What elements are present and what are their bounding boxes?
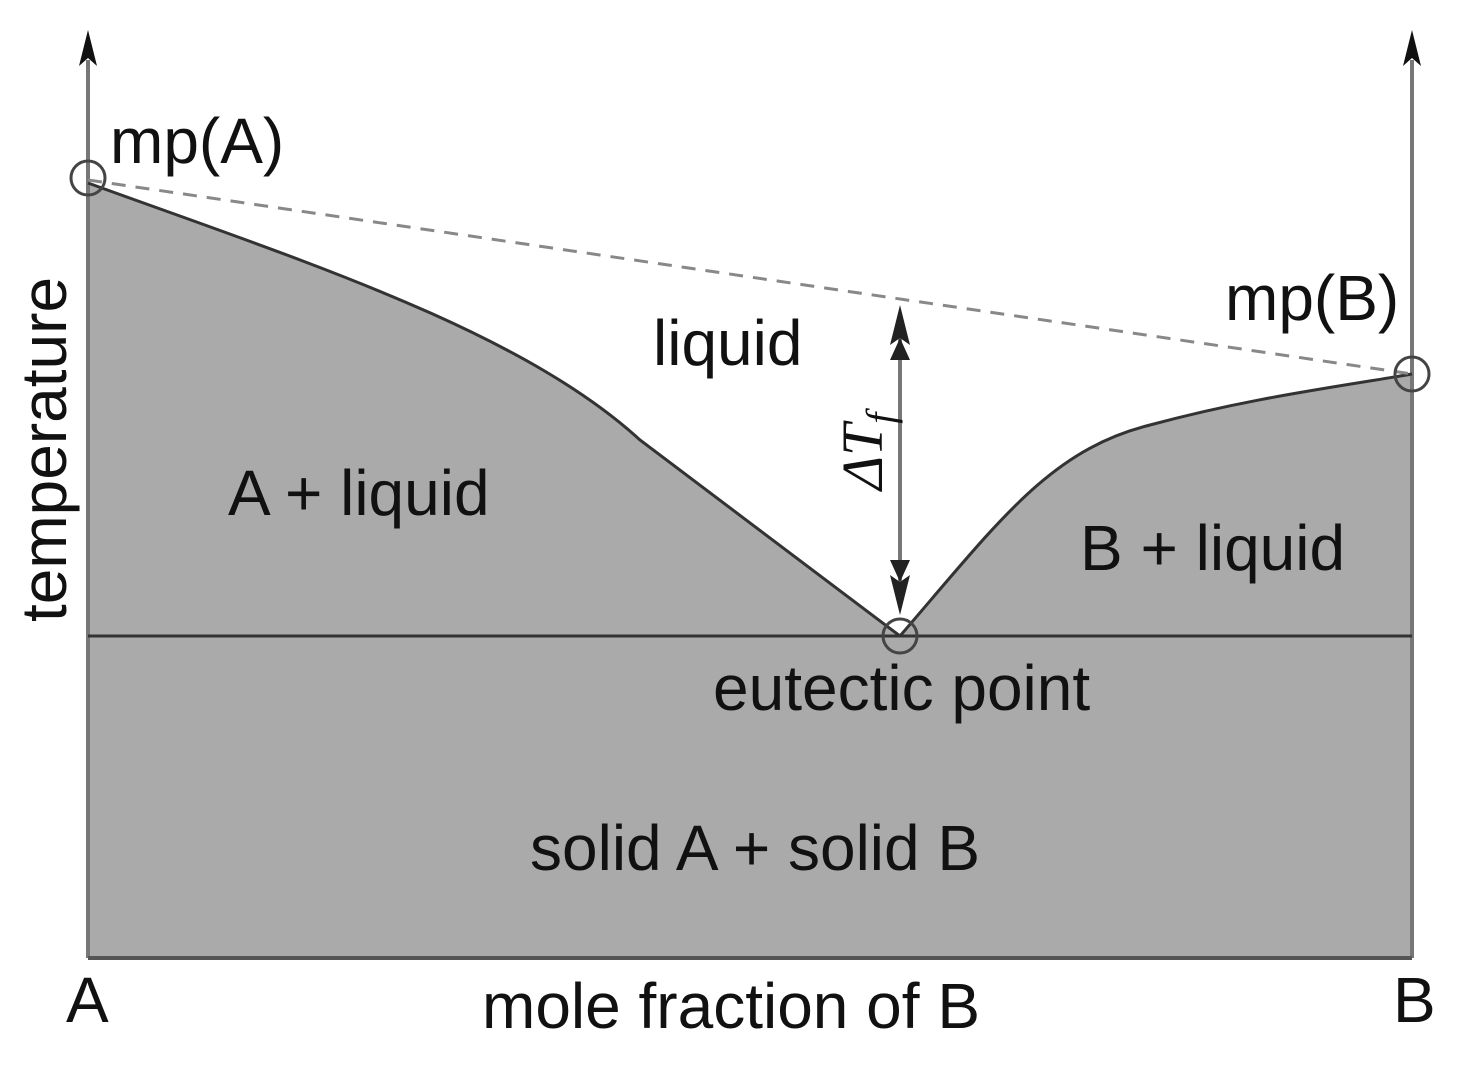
- mp-a-marker: [69, 159, 107, 197]
- liquid-label: liquid: [653, 307, 802, 379]
- solid-label: solid A + solid B: [530, 812, 980, 884]
- liquidus-a-curve: [87, 181, 901, 638]
- dashed-reference-line: [87, 178, 1413, 376]
- mp-b-label: mp(B): [1225, 262, 1399, 334]
- eutectic-label: eutectic point: [713, 652, 1090, 724]
- y-axis-label: temperature: [8, 277, 80, 622]
- delta-t-down-arrow-tail-icon: [890, 560, 910, 582]
- delta-t-up-arrow-icon: [890, 305, 910, 345]
- delta-t-label: ΔTf: [830, 408, 903, 492]
- mp-a-label: mp(A): [110, 105, 284, 177]
- y-axis-label-text: temperature: [8, 277, 80, 622]
- delta-t-up-arrow-tail-icon: [890, 338, 910, 360]
- axis-end-a-label: A: [66, 964, 109, 1036]
- right-axis-arrow-icon: [1403, 30, 1421, 66]
- delta-t-down-arrow-icon: [890, 575, 910, 615]
- delta-t-subscript: f: [858, 408, 903, 424]
- b-liquid-label: B + liquid: [1080, 512, 1345, 584]
- x-axis-label: mole fraction of B: [482, 970, 980, 1042]
- eutectic-marker: [881, 617, 919, 655]
- mp-b-marker: [1393, 355, 1431, 393]
- svg-text:ΔTf: ΔTf: [830, 408, 903, 492]
- liquidus-b-curve: [898, 372, 1413, 637]
- solid-region: [88, 183, 1412, 958]
- axis-end-b-label: B: [1393, 964, 1436, 1036]
- left-axis-arrow-icon: [79, 30, 97, 66]
- a-liquid-label: A + liquid: [228, 457, 490, 529]
- delta-t-symbol: ΔT: [830, 420, 895, 492]
